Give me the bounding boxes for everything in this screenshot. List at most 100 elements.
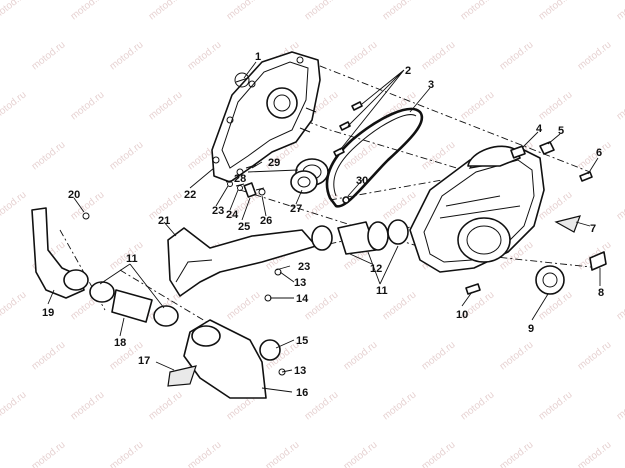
watermark-text-69: motod.ru: [498, 339, 536, 372]
callout-13-upper: 13: [294, 277, 306, 289]
callout-18: 18: [114, 337, 126, 349]
watermark-text-24: motod.ru: [459, 89, 497, 122]
callout-25: 25: [238, 221, 250, 233]
watermark-text-34: motod.ru: [576, 139, 614, 172]
watermark-text-16: motod.ru: [576, 39, 614, 72]
watermark-text-11: motod.ru: [186, 39, 224, 72]
callout-21: 21: [158, 215, 170, 227]
watermark-text-72: motod.ru: [0, 389, 29, 422]
watermark-text-41: motod.ru: [381, 189, 419, 222]
lower-housing: [167, 319, 286, 399]
watermark-text-79: motod.ru: [537, 389, 575, 422]
callout-2: 2: [405, 65, 411, 77]
watermark-text-13: motod.ru: [342, 39, 380, 72]
callout-9: 9: [528, 323, 534, 335]
watermark-text-58: motod.ru: [303, 289, 341, 322]
watermark-text-62: motod.ru: [615, 289, 625, 322]
inner-cover-plate: [211, 51, 321, 183]
outer-clutch-cover: [409, 145, 545, 273]
callout-7: 7: [590, 223, 596, 235]
watermark-text-3: motod.ru: [225, 0, 263, 22]
watermark-text-15: motod.ru: [498, 39, 536, 72]
watermark-text-7: motod.ru: [537, 0, 575, 22]
watermark-text-77: motod.ru: [381, 389, 419, 422]
callout-22: 22: [184, 189, 196, 201]
watermark-text-86: motod.ru: [420, 439, 458, 468]
watermark-text-78: motod.ru: [459, 389, 497, 422]
watermark-text-2: motod.ru: [147, 0, 185, 22]
watermark-text-70: motod.ru: [576, 339, 614, 372]
watermark-text-82: motod.ru: [108, 439, 146, 468]
watermark-text-68: motod.ru: [420, 339, 458, 372]
watermark-text-0: motod.ru: [0, 0, 29, 22]
callout-16: 16: [296, 387, 308, 399]
watermark-text-73: motod.ru: [69, 389, 107, 422]
intake-duct: [167, 219, 409, 302]
watermark-text-81: motod.ru: [30, 439, 68, 468]
watermark-text-67: motod.ru: [342, 339, 380, 372]
watermark-text-18: motod.ru: [0, 89, 29, 122]
watermark-text-57: motod.ru: [225, 289, 263, 322]
watermark-text-25: motod.ru: [537, 89, 575, 122]
watermark-text-76: motod.ru: [303, 389, 341, 422]
cover-hardware: [465, 141, 607, 295]
watermark-text-87: motod.ru: [498, 439, 536, 468]
watermark-text-27: motod.ru: [30, 139, 68, 172]
callout-15: 15: [296, 335, 308, 347]
exhaust-elbow: [31, 207, 179, 327]
watermark-text-36: motod.ru: [0, 189, 29, 222]
seals: [290, 158, 329, 194]
callout-1: 1: [255, 51, 261, 63]
callout-28: 28: [234, 173, 246, 185]
watermark-text-5: motod.ru: [381, 0, 419, 22]
callout-11-left: 11: [126, 253, 138, 265]
callout-13-lower: 13: [294, 365, 306, 377]
watermark-text-74: motod.ru: [147, 389, 185, 422]
watermark-text-19: motod.ru: [69, 89, 107, 122]
callout-26: 26: [260, 215, 272, 227]
watermark-text-8: motod.ru: [615, 0, 625, 22]
callout-30: 30: [356, 175, 368, 187]
callout-6: 6: [596, 147, 602, 159]
watermark-text-10: motod.ru: [108, 39, 146, 72]
callout-17: 17: [138, 355, 150, 367]
watermark-text-6: motod.ru: [459, 0, 497, 22]
watermark-text-54: motod.ru: [0, 289, 29, 322]
callout-5: 5: [558, 125, 564, 137]
watermark-text-61: motod.ru: [537, 289, 575, 322]
callout-3: 3: [428, 79, 434, 91]
watermark-text-28: motod.ru: [108, 139, 146, 172]
watermark-text-26: motod.ru: [615, 89, 625, 122]
callout-12: 12: [370, 263, 382, 275]
watermark-text-9: motod.ru: [30, 39, 68, 72]
watermark-text-44: motod.ru: [615, 189, 625, 222]
callout-27: 27: [290, 203, 302, 215]
callout-8: 8: [598, 287, 604, 299]
watermark-text-20: motod.ru: [147, 89, 185, 122]
watermark-text-83: motod.ru: [186, 439, 224, 468]
watermark-text-1: motod.ru: [69, 0, 107, 22]
callout-24: 24: [226, 209, 239, 221]
watermark-text-32: motod.ru: [420, 139, 458, 172]
callout-29: 29: [268, 157, 280, 169]
watermark-text-4: motod.ru: [303, 0, 341, 22]
callout-20: 20: [68, 189, 80, 201]
watermark-text-63: motod.ru: [30, 339, 68, 372]
watermark-text-84: motod.ru: [264, 439, 302, 468]
callout-4: 4: [536, 123, 543, 135]
callout-10: 10: [456, 309, 468, 321]
callout-labels: 1 2 3 4 5 6 7 8 9 10 11 11 12 13 13 14 1…: [42, 51, 604, 399]
callout-19: 19: [42, 307, 54, 319]
callout-23-lower: 23: [298, 261, 310, 273]
watermark-text-88: motod.ru: [576, 439, 614, 468]
callout-11-right: 11: [376, 285, 388, 297]
callout-14: 14: [296, 293, 309, 305]
leader-lines: [47, 61, 601, 393]
watermark-text-14: motod.ru: [420, 39, 458, 72]
watermark-text-80: motod.ru: [615, 389, 625, 422]
watermark-text-85: motod.ru: [342, 439, 380, 468]
callout-23-upper: 23: [212, 205, 224, 217]
bolts: [225, 72, 363, 204]
